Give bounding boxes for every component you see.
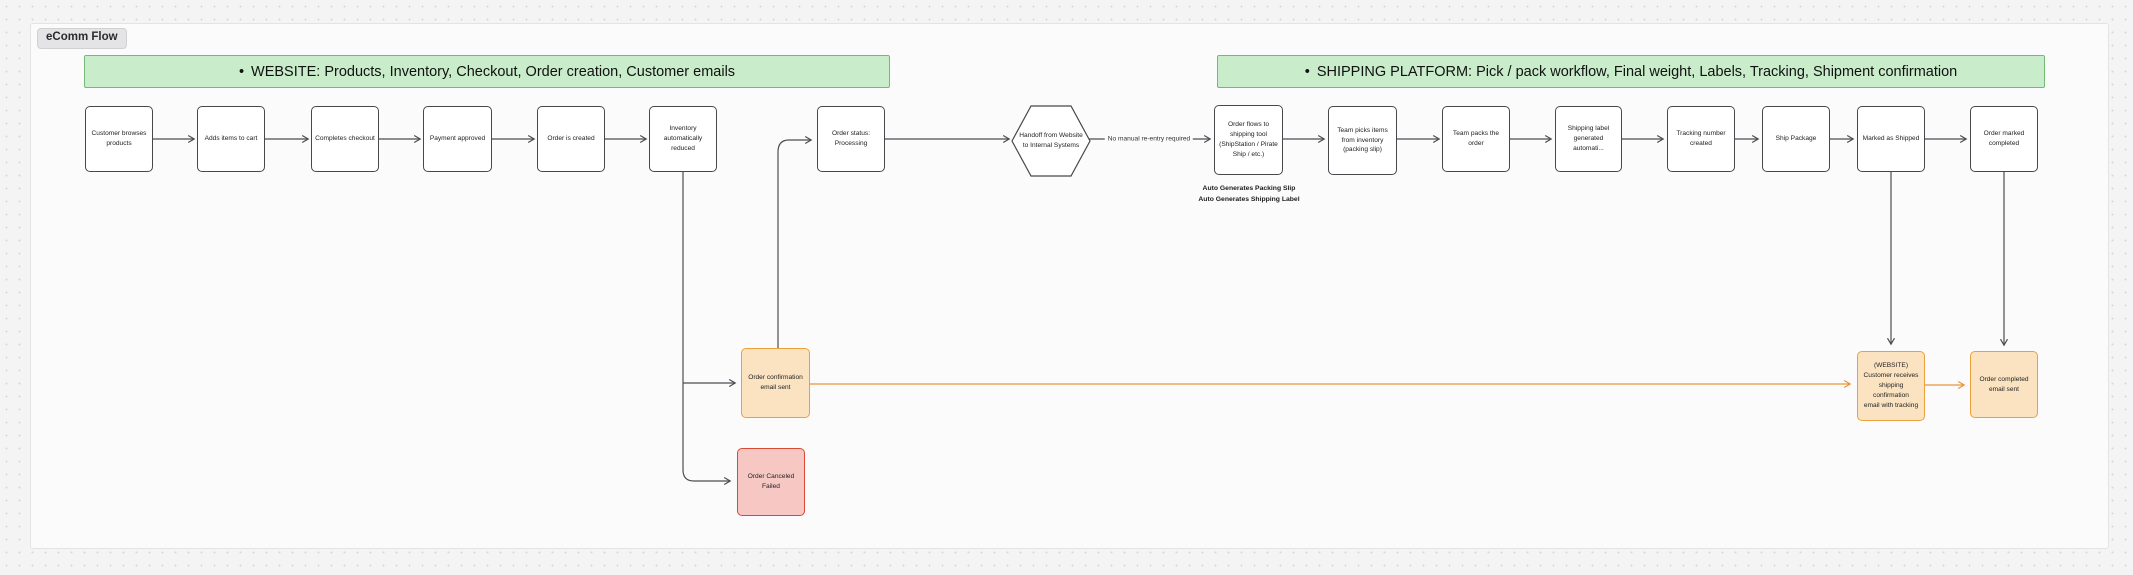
node-handoff-hexagon[interactable]: Handoff from Website to Internal Systems: [1011, 105, 1091, 177]
node-order-flows-to-shipping-tool[interactable]: Order flows to shipping tool (ShipStatio…: [1214, 105, 1283, 175]
node-customer-receives-shipping-confirmation[interactable]: (WEBSITE) Customer receives shipping con…: [1857, 351, 1925, 421]
node-order-marked-completed[interactable]: Order marked completed: [1970, 106, 2038, 172]
banner-shipping-label: SHIPPING PLATFORM: Pick / pack workflow,…: [1316, 63, 1958, 80]
node-order-canceled-failed[interactable]: Order Canceled Failed: [737, 448, 805, 516]
edge-label-no-manual-reentry[interactable]: No manual re-entry required: [1104, 135, 1194, 143]
banner-website-label: WEBSITE: Products, Inventory, Checkout, …: [251, 63, 736, 80]
node-order-confirmation-email-sent[interactable]: Order confirmation email sent: [741, 348, 810, 418]
connector-inventory-to-canceled[interactable]: [682, 172, 732, 486]
bullet-icon: •: [238, 63, 245, 80]
node-marked-as-shipped[interactable]: Marked as Shipped: [1857, 106, 1925, 172]
banner-website[interactable]: • WEBSITE: Products, Inventory, Checkout…: [84, 55, 890, 88]
banner-shipping-platform[interactable]: • SHIPPING PLATFORM: Pick / pack workflo…: [1217, 55, 2045, 88]
node-team-packs-order[interactable]: Team packs the order: [1442, 106, 1510, 172]
node-team-picks-items[interactable]: Team picks items from inventory (packing…: [1328, 106, 1397, 175]
connector-confirmation-email-to-status[interactable]: [777, 135, 813, 348]
hexagon-label: Handoff from Website to Internal Systems: [1019, 132, 1083, 149]
node-order-completed-email-sent[interactable]: Order completed email sent: [1970, 351, 2038, 418]
annotation-auto-generates[interactable]: Auto Generates Packing Slip Auto Generat…: [1198, 185, 1300, 203]
node-payment-approved[interactable]: Payment approved: [423, 106, 492, 172]
node-completes-checkout[interactable]: Completes checkout: [311, 106, 379, 172]
node-customer-browses-products[interactable]: Customer browses products: [85, 106, 153, 172]
node-order-status-processing[interactable]: Order status: Processing: [817, 106, 885, 172]
node-inventory-automatically-reduced[interactable]: Inventory automatically reduced: [649, 106, 717, 172]
node-adds-items-to-cart[interactable]: Adds items to cart: [197, 106, 265, 172]
hexagon-shape: [1011, 105, 1091, 177]
bullet-icon: •: [1304, 63, 1310, 80]
node-order-is-created[interactable]: Order is created: [537, 106, 605, 172]
frame-title-chip[interactable]: eComm Flow: [37, 28, 127, 49]
node-ship-package[interactable]: Ship Package: [1762, 106, 1830, 172]
node-tracking-number-created[interactable]: Tracking number created: [1667, 106, 1735, 172]
node-shipping-label-generated[interactable]: Shipping label generated automati...: [1555, 106, 1622, 172]
